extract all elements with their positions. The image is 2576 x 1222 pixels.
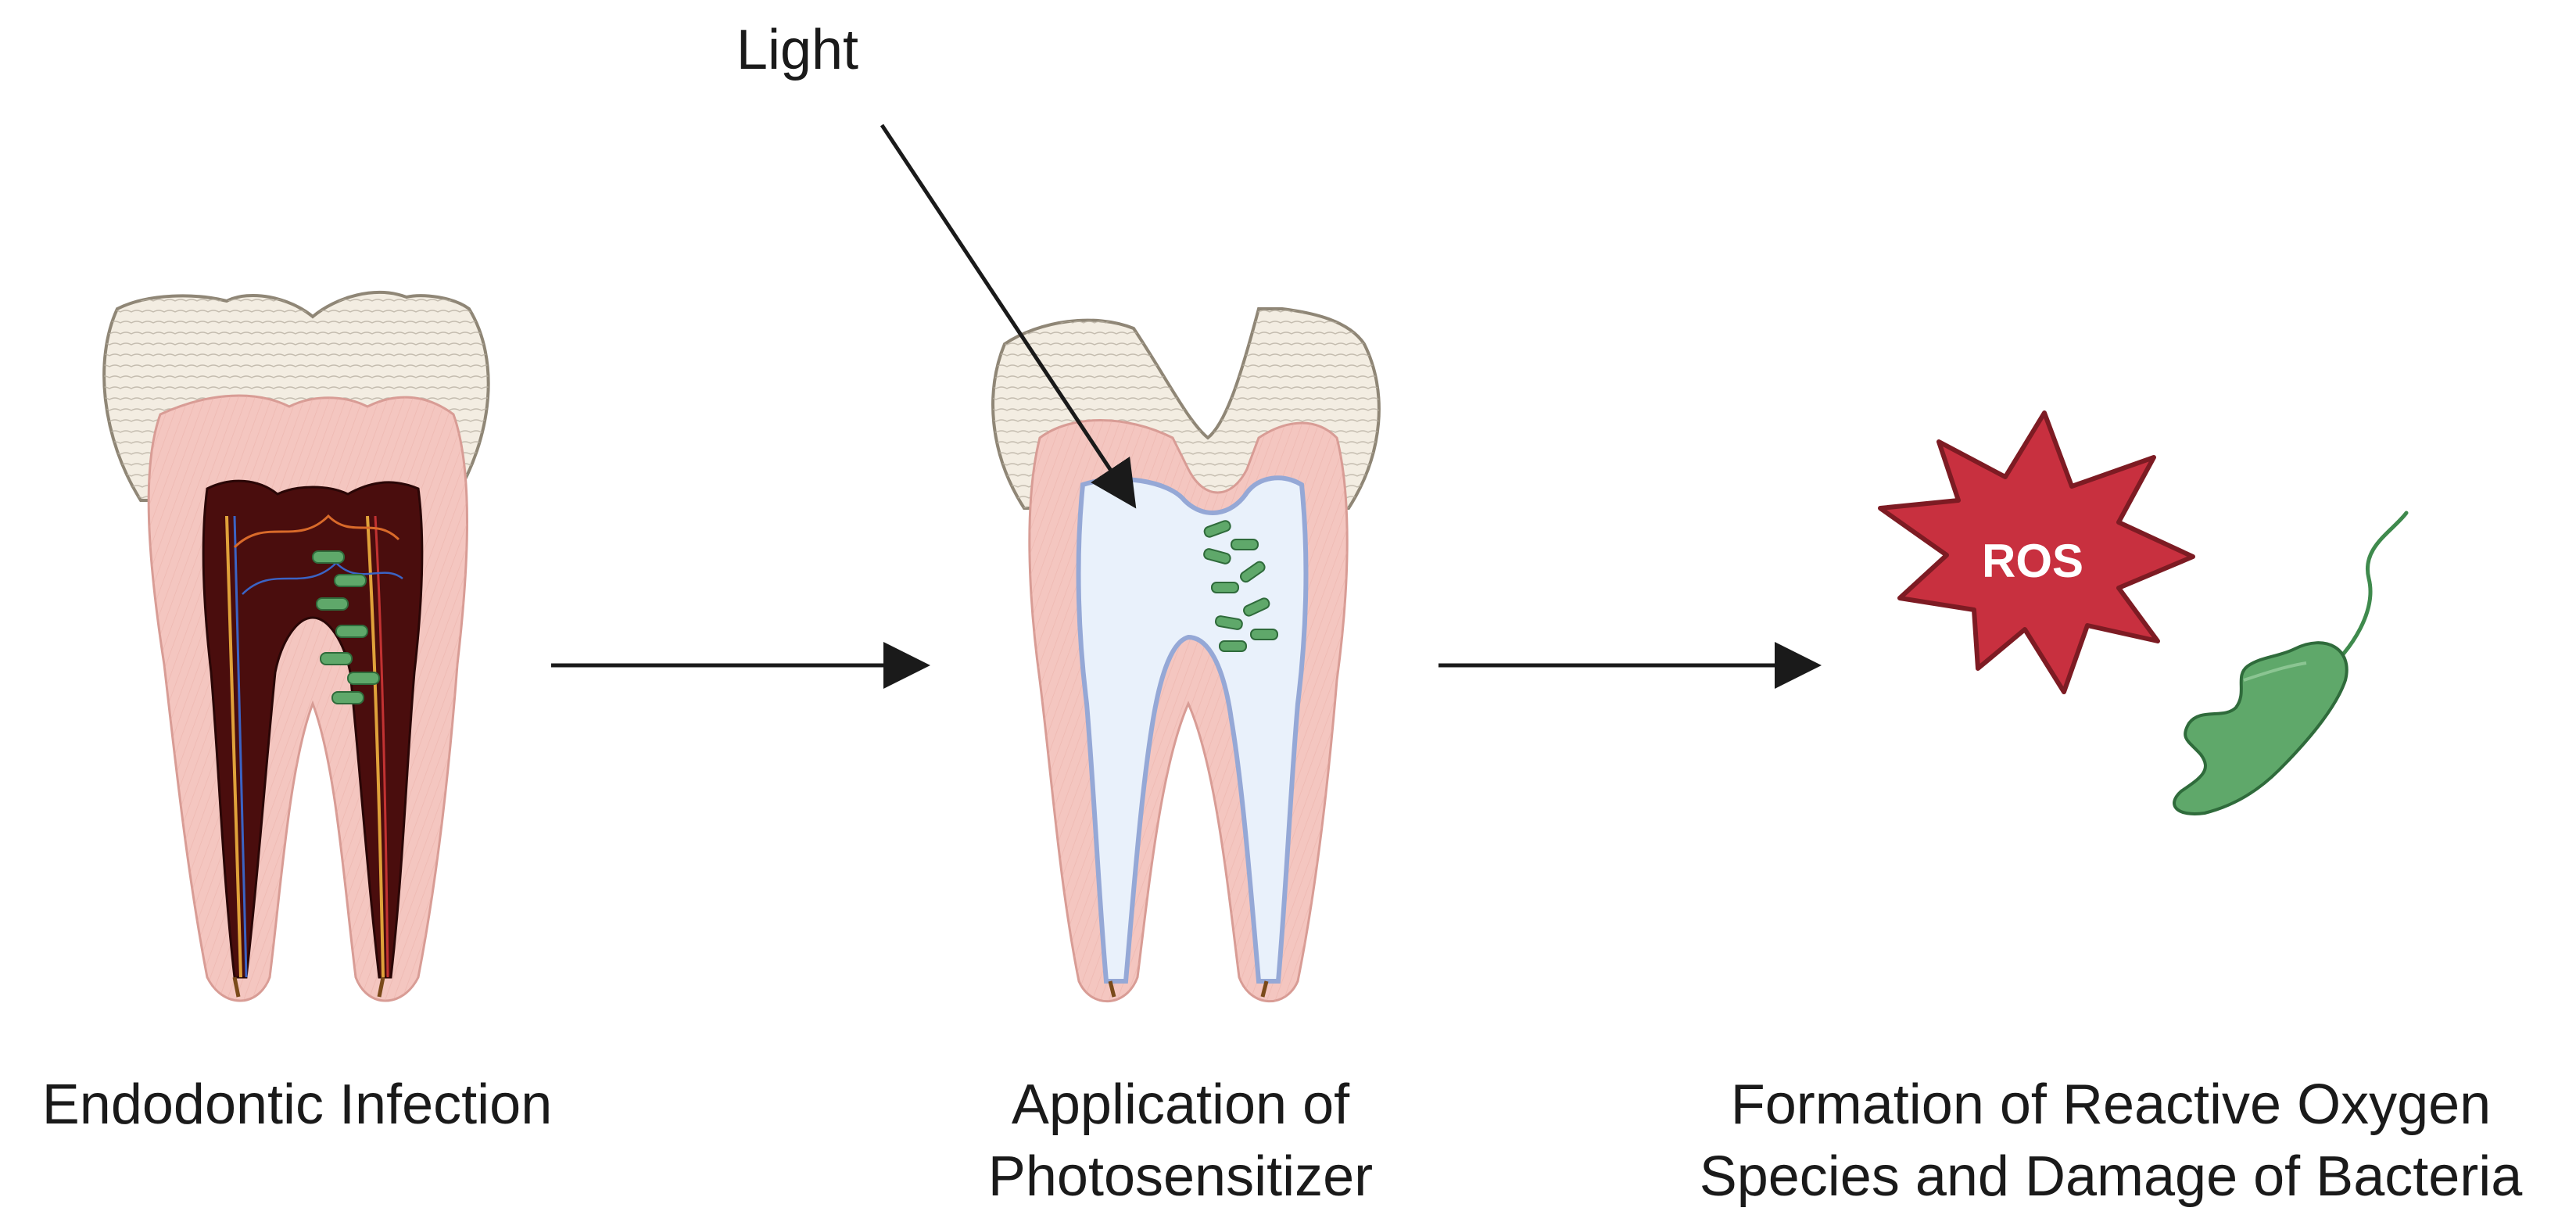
step-1-caption-line: Endodontic Infection [41,1073,553,1136]
damaged-bacterium-icon [2173,511,2409,815]
tooth-infected-icon [102,291,490,1002]
step-3-caption: Formation of Reactive Oxygen Species and… [1665,1069,2556,1213]
tooth-photosensitizer-icon [991,307,1381,1003]
step-2-caption-line: Photosensitizer [987,1145,1374,1208]
ros-starburst-icon: ROS [1878,410,2195,694]
light-arrow [880,124,1137,509]
step-1-caption: Endodontic Infection [16,1069,579,1141]
step-3-caption-line: Formation of Reactive Oxygen [1730,1073,2492,1136]
step-2-caption-line: Application of [1011,1073,1350,1136]
ros-label: ROS [1982,535,2083,587]
step-2-caption: Application of Photosensitizer [883,1069,1478,1213]
step-3-caption-line: Species and Damage of Bacteria [1699,1145,2523,1208]
light-label: Light [736,19,859,81]
